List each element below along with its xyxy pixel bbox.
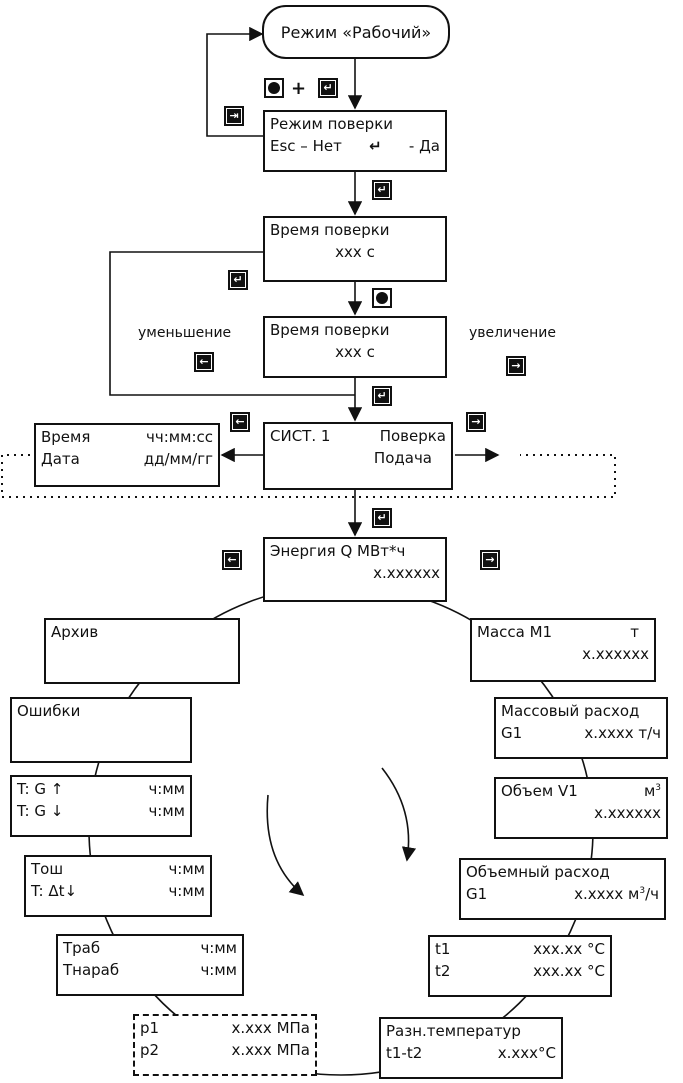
enter-key-icon: ↵ bbox=[372, 386, 392, 406]
ok-button-icon bbox=[372, 288, 392, 308]
mode-work-node: Режим «Рабочий» bbox=[262, 5, 450, 59]
t1-value: ххх.хх °С bbox=[533, 940, 605, 958]
tg-up-label: T: G ↑ bbox=[17, 780, 64, 798]
volume-node: Объем V1 м3 х.хххххх bbox=[494, 777, 668, 839]
tg-down-label: T: G ↓ bbox=[17, 802, 64, 820]
tosh-label: Тош bbox=[31, 860, 64, 878]
verify-time-node: Время поверки ххх с bbox=[263, 216, 447, 282]
p2-value: х.ххх МПа bbox=[231, 1041, 310, 1059]
verify-mode-esc: Esc – Нет bbox=[270, 137, 342, 155]
mass-flow-title: Массовый расход bbox=[501, 702, 640, 720]
exit-key-icon: ⇥ bbox=[224, 106, 244, 126]
volume-value: х.хххххх bbox=[594, 804, 661, 822]
pressure-node: p1 х.ххх МПа p2 х.ххх МПа bbox=[133, 1014, 317, 1076]
system-node: СИСТ. 1 Поверка Подача bbox=[263, 422, 453, 490]
volume-flow-title: Объемный расход bbox=[466, 863, 610, 881]
left-arrow-key-icon: ← bbox=[194, 352, 214, 372]
date-format: дд/мм/гг bbox=[143, 450, 213, 468]
tg-up-value: ч:мм bbox=[148, 780, 185, 798]
decrease-label: уменьшение bbox=[138, 325, 232, 341]
volume-unit: м3 bbox=[643, 782, 661, 800]
temperatures-node: t1 ххх.хх °С t2 ххх.хх °С bbox=[428, 935, 612, 997]
energy-value: х.хххххх bbox=[373, 564, 440, 582]
t1-label: t1 bbox=[435, 940, 451, 958]
verify-mode-node: Режим поверки Esc – Нет ↵ - Да bbox=[263, 110, 447, 172]
enter-inline-icon: ↵ bbox=[369, 137, 382, 155]
temp-diff-node: Разн.температур t1-t2 х.ххх°С bbox=[379, 1017, 563, 1079]
enter-key-icon: ↵ bbox=[228, 270, 248, 290]
verify-time-title: Время поверки bbox=[270, 321, 390, 339]
system-name: СИСТ. 1 bbox=[270, 427, 331, 445]
ok-button-icon bbox=[264, 78, 284, 98]
trab-label: Траб bbox=[63, 939, 101, 957]
enter-key-icon: ↵ bbox=[318, 78, 338, 98]
verify-time-title: Время поверки bbox=[270, 221, 390, 239]
system-channel: Подача bbox=[373, 449, 432, 467]
verify-mode-yes: - Да bbox=[408, 137, 440, 155]
left-arrow-key-icon: ← bbox=[222, 550, 242, 570]
tdt-value: ч:мм bbox=[168, 882, 205, 900]
mass-unit: т bbox=[630, 623, 639, 641]
errors-title: Ошибки bbox=[17, 702, 81, 720]
time-label: Время bbox=[41, 428, 91, 446]
tnarab-value: ч:мм bbox=[200, 961, 237, 979]
time-flow-node: T: G ↑ ч:мм T: G ↓ ч:мм bbox=[10, 775, 192, 837]
mass-flow-label: G1 bbox=[501, 724, 523, 742]
volume-flow-value: х.хххх м3/ч bbox=[574, 885, 659, 903]
t2-label: t2 bbox=[435, 962, 451, 980]
verify-mode-title: Режим поверки bbox=[270, 115, 394, 133]
system-mode: Поверка bbox=[379, 427, 446, 445]
right-arrow-key-icon: → bbox=[480, 550, 500, 570]
verify-time-edit-node: Время поверки ххх с bbox=[263, 316, 447, 378]
work-time-node: Траб ч:мм Тнараб ч:мм bbox=[56, 934, 244, 996]
right-arrow-key-icon: → bbox=[466, 412, 486, 432]
verify-time-value: ххх с bbox=[335, 343, 375, 361]
p1-value: х.ххх МПа bbox=[231, 1019, 310, 1037]
volume-flow-label: G1 bbox=[466, 885, 488, 903]
mass-value: х.хххххх bbox=[582, 645, 649, 663]
datetime-node: Время чч:мм:сс Дата дд/мм/гг bbox=[34, 423, 220, 487]
mass-node: Масса М1 т х.хххххх bbox=[470, 618, 656, 682]
archive-node: Архив bbox=[44, 618, 240, 684]
tnarab-label: Тнараб bbox=[63, 961, 120, 979]
temp-diff-label: t1-t2 bbox=[386, 1044, 423, 1062]
enter-key-icon: ↵ bbox=[372, 508, 392, 528]
volume-flow-node: Объемный расход G1 х.хххх м3/ч bbox=[459, 858, 666, 920]
date-label: Дата bbox=[41, 450, 80, 468]
right-arrow-key-icon: → bbox=[506, 356, 526, 376]
temp-diff-value: х.ххх°С bbox=[497, 1044, 556, 1062]
volume-title: Объем V1 bbox=[501, 782, 578, 800]
left-arrow-key-icon: ← bbox=[230, 412, 250, 432]
p1-label: p1 bbox=[140, 1019, 160, 1037]
tg-down-value: ч:мм bbox=[148, 802, 185, 820]
tosh-value: ч:мм bbox=[168, 860, 205, 878]
mode-work-label: Режим «Рабочий» bbox=[280, 22, 432, 42]
energy-title: Энергия Q МВт*ч bbox=[270, 542, 406, 560]
errors-node: Ошибки bbox=[10, 697, 192, 763]
error-time-node: Тош ч:мм T: Δt↓ ч:мм bbox=[24, 855, 212, 917]
temp-diff-title: Разн.температур bbox=[386, 1022, 521, 1040]
tdt-label: T: Δt↓ bbox=[31, 882, 78, 900]
archive-title: Архив bbox=[51, 623, 99, 641]
p2-label: p2 bbox=[140, 1041, 160, 1059]
t2-value: ххх.хх °С bbox=[533, 962, 605, 980]
enter-key-icon: ↵ bbox=[372, 180, 392, 200]
energy-node: Энергия Q МВт*ч х.хххххх bbox=[263, 537, 447, 602]
mass-flow-value: х.хххх т/ч bbox=[584, 724, 661, 742]
increase-label: увеличение bbox=[469, 325, 556, 341]
plus-sign: + bbox=[291, 78, 307, 99]
trab-value: ч:мм bbox=[200, 939, 237, 957]
time-format: чч:мм:сс bbox=[146, 428, 213, 446]
verify-time-value: ххх с bbox=[335, 243, 375, 261]
mass-flow-node: Массовый расход G1 х.хххх т/ч bbox=[494, 697, 668, 759]
mass-title: Масса М1 bbox=[477, 623, 553, 641]
